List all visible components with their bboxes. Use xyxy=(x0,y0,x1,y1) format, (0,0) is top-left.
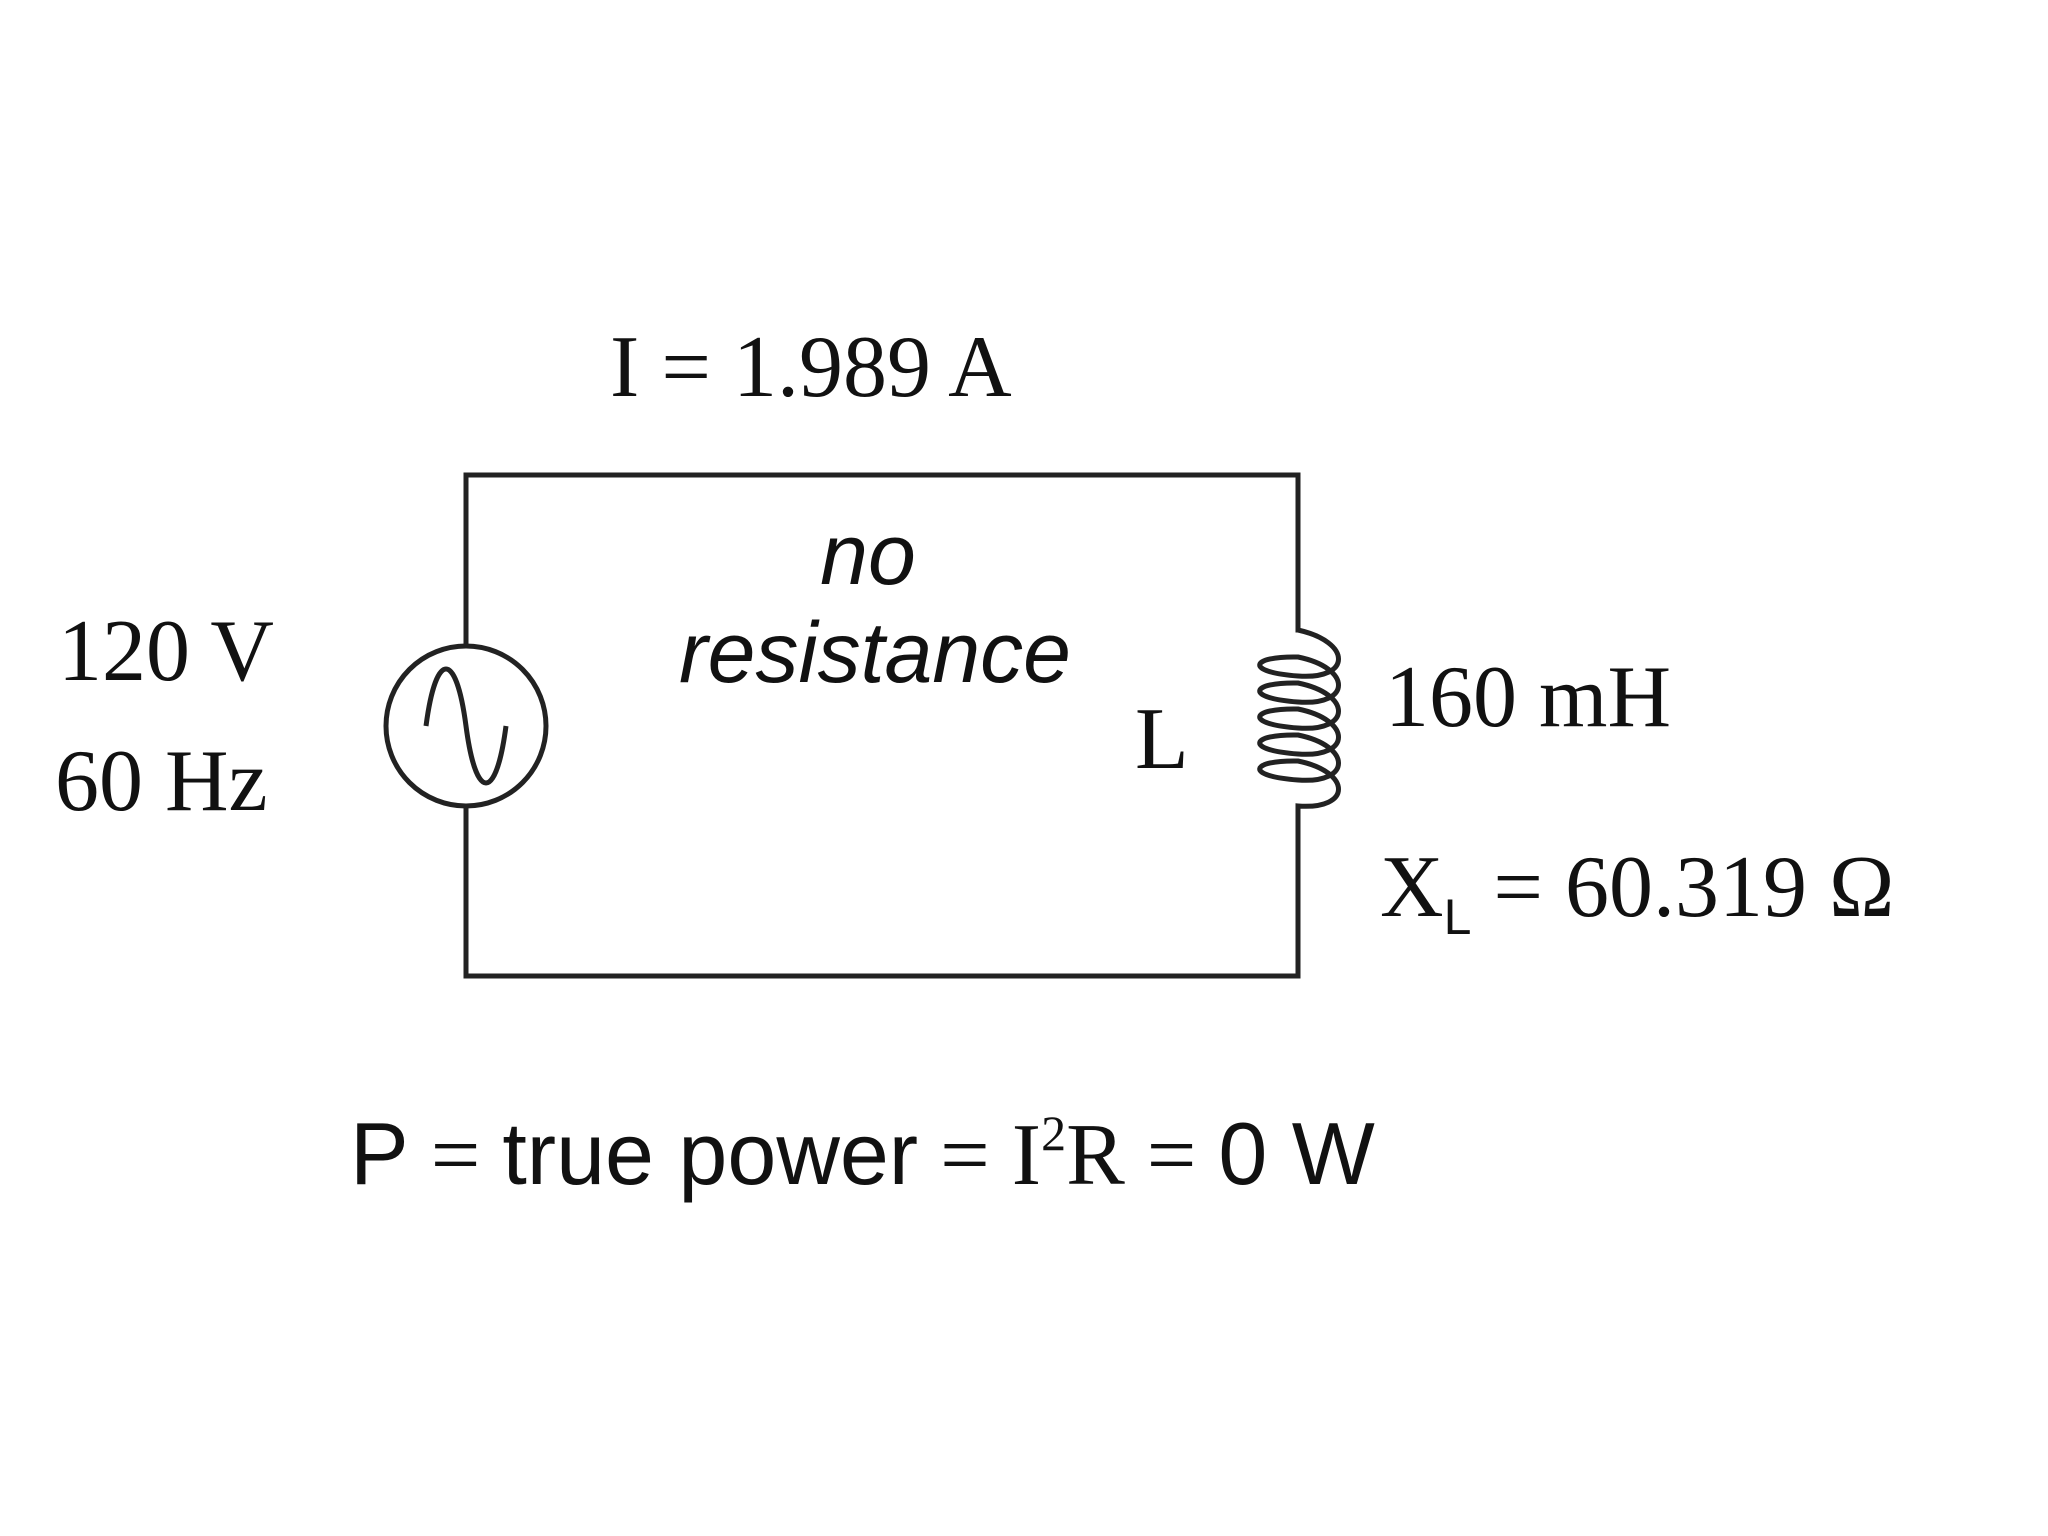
inductance-label: 160 mH xyxy=(1385,649,1671,746)
source-voltage-label: 120 V xyxy=(58,603,274,700)
circuit-wires xyxy=(463,472,1301,979)
ac-voltage-source xyxy=(383,643,549,809)
ac-sine-icon xyxy=(423,666,509,786)
note-line-2: resistance xyxy=(679,605,1071,701)
source-frequency-label: 60 Hz xyxy=(55,733,268,830)
inductor-designator: L xyxy=(1135,691,1189,788)
power-equation: P = true power = I2R = 0 W xyxy=(350,1104,1375,1204)
current-label: I = 1.989 A xyxy=(610,319,1012,416)
note-line-1: no xyxy=(820,507,916,603)
bottom-wire xyxy=(463,803,1301,979)
top-left-wire xyxy=(463,472,1301,649)
reactance-label: XL = 60.319 Ω xyxy=(1380,839,1894,945)
inductor-coil xyxy=(1257,627,1341,848)
